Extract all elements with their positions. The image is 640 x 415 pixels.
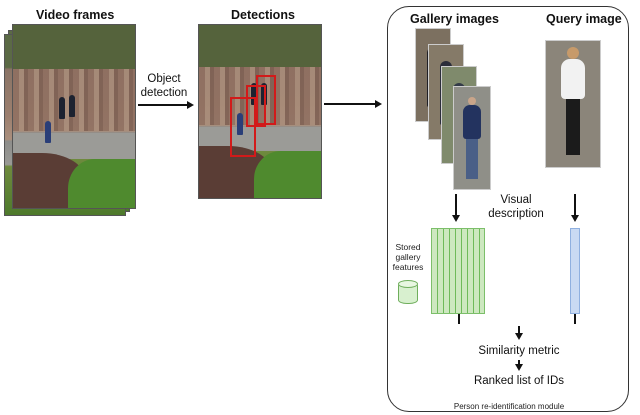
video-frame-front	[12, 24, 136, 209]
query-feature-vector	[570, 228, 580, 314]
similarity-metric-label: Similarity metric	[478, 345, 560, 357]
detection-box-1	[230, 97, 256, 157]
visual-description-label: Visual description	[478, 193, 554, 221]
ranked-line	[518, 360, 520, 366]
stored-gallery-features-label: Stored gallery features	[389, 242, 427, 272]
stored-line2: gallery	[395, 252, 421, 262]
query-image-title: Query image	[546, 12, 622, 26]
detection-box-3	[256, 75, 276, 125]
database-icon-top	[398, 280, 418, 288]
similarity-in-line	[518, 326, 520, 334]
ranked-list-label: Ranked list of IDs	[473, 375, 565, 387]
detection-arrow-head	[187, 101, 194, 109]
gallery-feature-matrix	[431, 228, 485, 314]
gallery-images-title: Gallery images	[410, 12, 499, 26]
stored-line1: Stored	[395, 242, 421, 252]
module-arrow-line	[324, 103, 376, 105]
gallery-down-line	[455, 194, 457, 216]
detection-arrow-line	[138, 104, 188, 106]
query-crop	[545, 40, 601, 168]
video-frames-title: Video frames	[36, 8, 115, 22]
visual-line2: description	[488, 208, 544, 220]
visual-line1: Visual	[500, 194, 532, 206]
gallery-crop-4	[453, 86, 491, 190]
query-feature-tick	[574, 314, 576, 324]
query-down-head	[571, 215, 579, 222]
module-name-label: Person re-identification module	[453, 402, 565, 411]
detections-title: Detections	[231, 8, 295, 22]
module-arrow-head	[375, 100, 382, 108]
object-detection-line2: detection	[140, 87, 188, 99]
gallery-feature-tick	[458, 314, 460, 324]
query-down-line	[574, 194, 576, 216]
stored-line3: features	[392, 262, 424, 272]
ranked-head	[515, 364, 523, 371]
gallery-down-head	[452, 215, 460, 222]
object-detection-line1: Object	[147, 73, 181, 85]
object-detection-label: Object detection	[136, 72, 192, 100]
similarity-in-head	[515, 333, 523, 340]
reid-module-border	[387, 6, 629, 412]
detection-frame	[198, 24, 322, 199]
